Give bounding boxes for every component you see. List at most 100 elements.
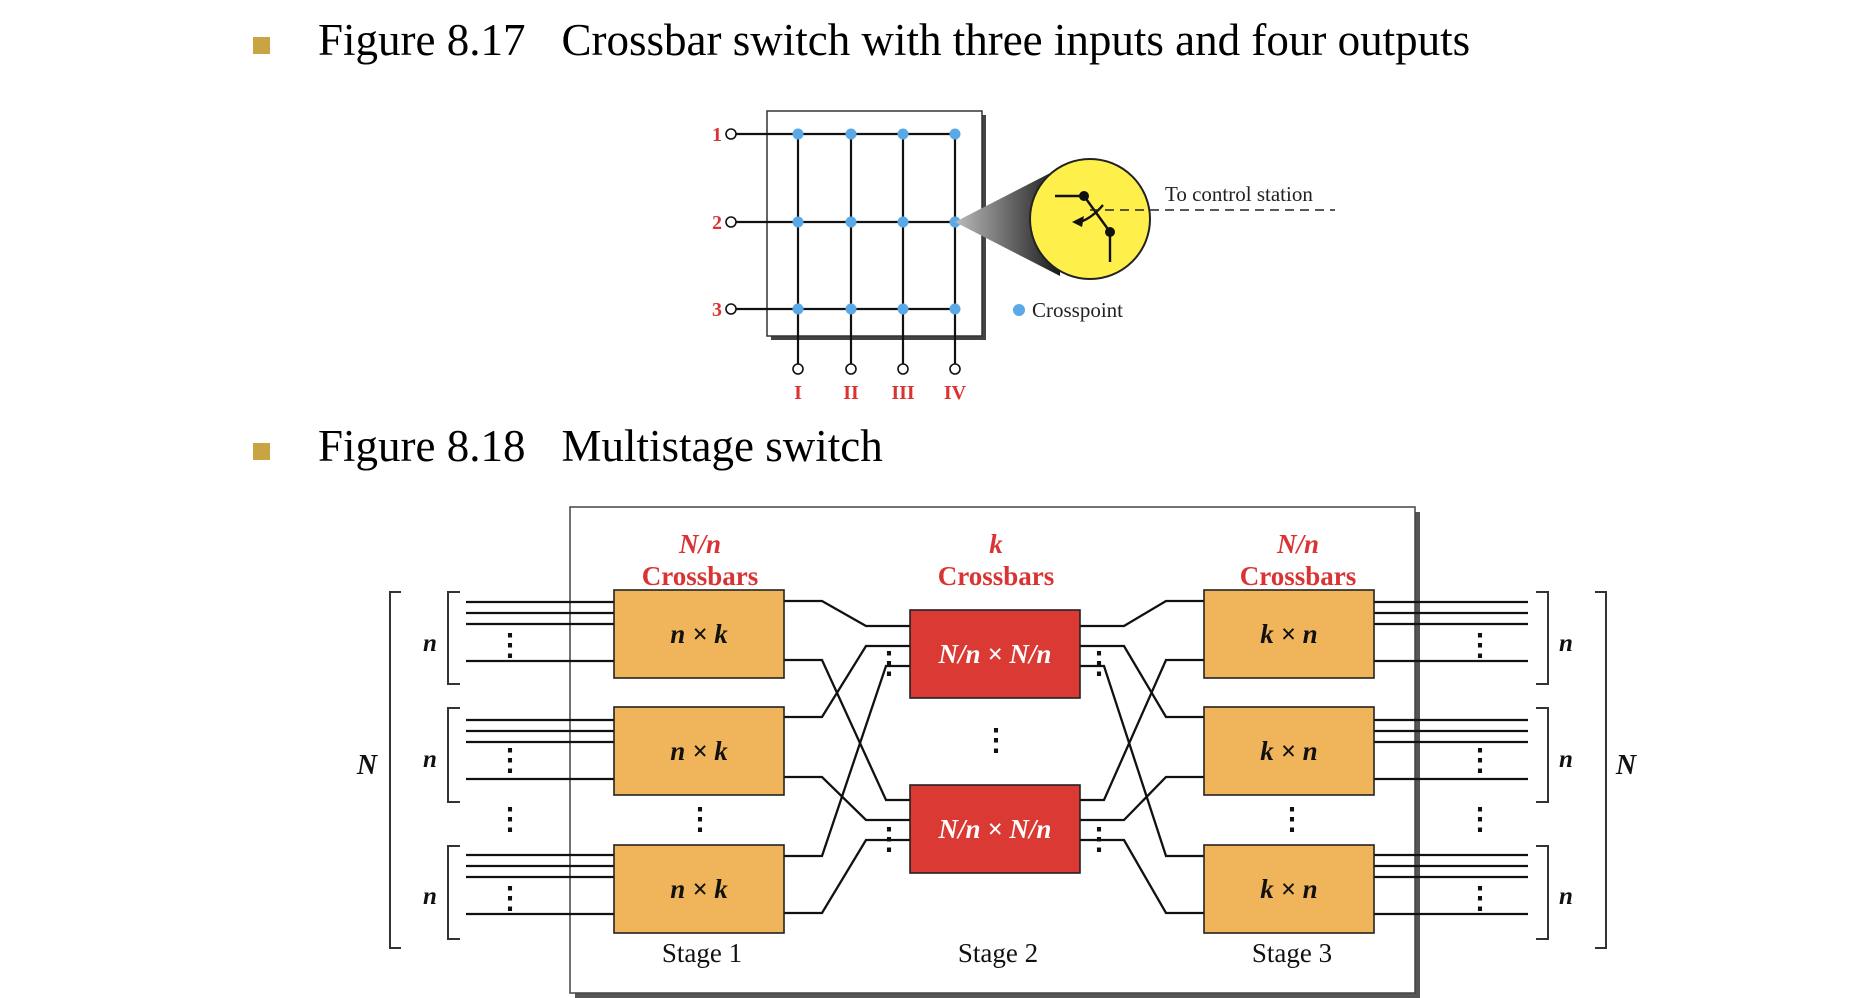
- output-label: IV: [944, 382, 967, 404]
- ellipsis: ⋮: [1084, 647, 1114, 680]
- bracket-n-left: [447, 845, 460, 940]
- stage1-crossbar-box: [613, 844, 785, 934]
- middle-crossbar-box-label: N/n × N/n: [938, 639, 1052, 669]
- stage1-crossbar-box: [613, 706, 785, 796]
- stage3-header-label: Crossbars: [1240, 561, 1357, 591]
- stage3-crossbar-box-label: k × n: [1260, 619, 1317, 649]
- crosspoint-dot: [845, 128, 857, 140]
- crosspoint-dot: [897, 216, 909, 228]
- output-label: III: [891, 382, 915, 404]
- output-terminal: [792, 363, 804, 375]
- output-terminal: [897, 363, 909, 375]
- ellipsis: ⋮: [495, 744, 525, 777]
- middle-crossbar-box: [909, 784, 1081, 874]
- bracket-n-left: [447, 591, 460, 685]
- stage1-label: Stage 1: [662, 938, 742, 968]
- figure-8-17-title: Figure 8.17 Crossbar switch with three in…: [318, 14, 1470, 66]
- group-size-label: n: [423, 883, 437, 910]
- crosspoint-dot: [792, 303, 804, 315]
- switch-contact: [1079, 191, 1089, 201]
- control-station-label: To control station: [1165, 182, 1313, 206]
- bracket-n-right: [1536, 845, 1549, 940]
- crosspoint-dot: [897, 128, 909, 140]
- bracket-n-right: [1536, 707, 1549, 803]
- stage1-crossbar-box-label: n × k: [670, 619, 728, 649]
- stage1-header-label: Crossbars: [642, 561, 759, 591]
- switch-arrow-icon: [1072, 216, 1084, 227]
- crosspoint-dot: [897, 303, 909, 315]
- total-lines-label: N: [1615, 750, 1638, 781]
- figure-number: Figure 8.17: [318, 15, 526, 65]
- stage1-crossbar-box-label: n × k: [670, 736, 728, 766]
- bullet-icon: [253, 443, 270, 460]
- ellipsis: ⋮: [1465, 629, 1495, 662]
- ellipsis: ⋮: [874, 647, 904, 680]
- ellipsis: ⋮: [1465, 744, 1495, 777]
- ellipsis: ⋮: [495, 882, 525, 915]
- ellipsis: ⋮: [495, 629, 525, 662]
- group-size-label: n: [423, 630, 437, 657]
- crossbar-boxes: n × kn × kn × kN/n × N/nN/n × N/nk × nk …: [613, 589, 1375, 934]
- bullet-icon: [253, 37, 270, 54]
- bracket-n-right: [1536, 591, 1549, 685]
- ellipsis: ⋮: [1277, 803, 1307, 836]
- output-label: II: [843, 382, 859, 404]
- stage3-header-count: N/n: [1276, 529, 1319, 559]
- stage3-crossbar-box: [1203, 706, 1375, 796]
- zoom-cone: [955, 168, 1060, 276]
- crosspoint-grid: [792, 128, 961, 315]
- ellipsis: ⋮: [495, 803, 525, 836]
- figure-caption: Crossbar switch with three inputs and fo…: [561, 15, 1471, 65]
- stage3-crossbar-box: [1203, 589, 1375, 679]
- stage3-crossbar-box-label: k × n: [1260, 736, 1317, 766]
- crosspoint-dot: [949, 303, 961, 315]
- crosspoint-dot: [949, 128, 961, 140]
- ellipsis: ⋮: [874, 823, 904, 856]
- input-brackets: [389, 591, 1607, 949]
- figure-caption: Multistage switch: [561, 421, 883, 471]
- bracket-N-right: [1595, 591, 1607, 949]
- output-terminal: [949, 363, 961, 375]
- input-terminal: [725, 128, 737, 140]
- stage1-crossbar-box-label: n × k: [670, 874, 728, 904]
- output-label: I: [794, 382, 802, 404]
- group-size-label: n: [1559, 883, 1573, 910]
- input-label: 1: [712, 124, 722, 146]
- switch-contact: [1105, 227, 1115, 237]
- crosspoint-legend-label: Crosspoint: [1032, 298, 1123, 322]
- stage3-label: Stage 3: [1252, 938, 1332, 968]
- group-size-label: n: [423, 746, 437, 773]
- stage2-label: Stage 2: [958, 938, 1038, 968]
- bracket-N-left: [389, 591, 401, 949]
- input-terminal: [725, 216, 737, 228]
- stage3-crossbar-box-label: k × n: [1260, 874, 1317, 904]
- stage2-header-label: Crossbars: [938, 561, 1055, 591]
- stage2-header-count: k: [989, 529, 1003, 559]
- crosspoint-dot: [845, 216, 857, 228]
- group-size-label: n: [1559, 630, 1573, 657]
- crosspoint-dot: [845, 303, 857, 315]
- stage1-crossbar-box: [613, 589, 785, 679]
- crosspoint-zoom-circle: [1029, 158, 1151, 280]
- figure-number: Figure 8.18: [318, 421, 526, 471]
- stage1-header-count: N/n: [678, 529, 721, 559]
- input-label: 3: [712, 299, 722, 321]
- crosspoint-dot: [792, 128, 804, 140]
- input-terminal: [725, 303, 737, 315]
- stage3-crossbar-box: [1203, 844, 1375, 934]
- group-size-label: n: [1559, 746, 1573, 773]
- total-lines-label: N: [356, 750, 379, 781]
- figure-8-18-title: Figure 8.18 Multistage switch: [318, 420, 883, 472]
- middle-crossbar-box: [909, 609, 1081, 699]
- ellipsis: ⋮: [981, 724, 1011, 757]
- crosspoint-legend-dot: [1013, 304, 1025, 316]
- ellipsis: ⋮: [1465, 803, 1495, 836]
- ellipsis: ⋮: [1465, 882, 1495, 915]
- ellipsis: ⋮: [1084, 823, 1114, 856]
- ellipsis: ⋮: [685, 803, 715, 836]
- output-terminal: [845, 363, 857, 375]
- middle-crossbar-box-label: N/n × N/n: [938, 814, 1052, 844]
- interconnect-wires: [466, 599, 1528, 916]
